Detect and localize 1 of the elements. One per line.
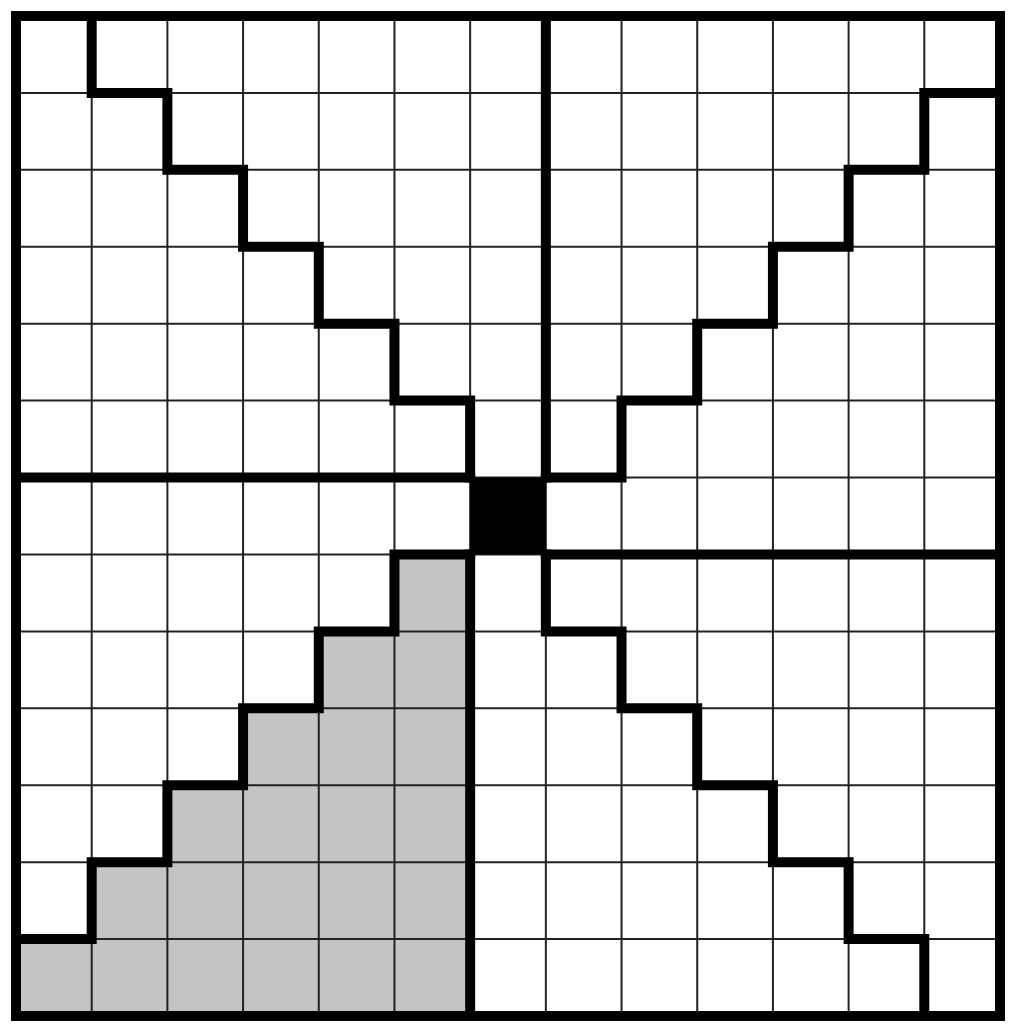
center-square bbox=[470, 477, 546, 555]
